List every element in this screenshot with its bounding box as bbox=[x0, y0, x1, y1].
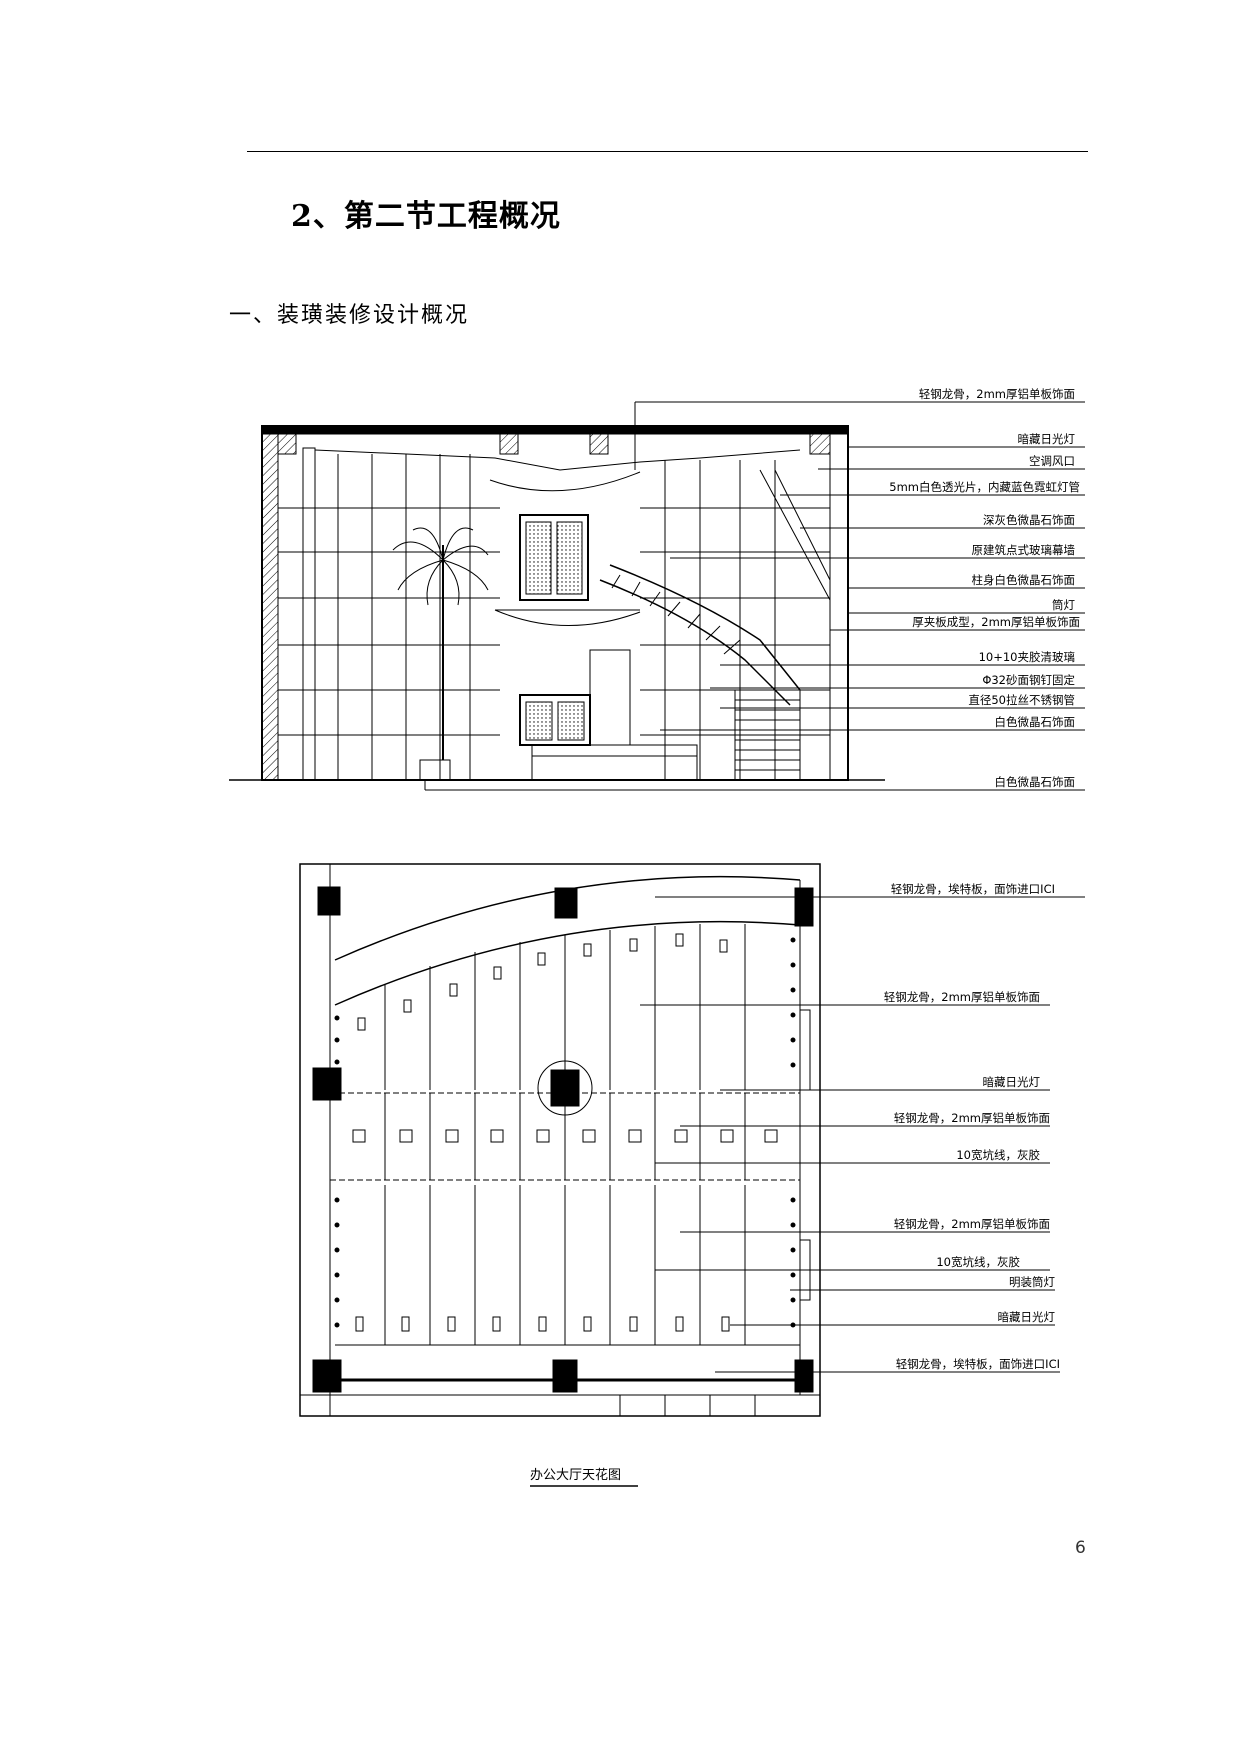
elevation-label: 白色微晶石饰面 bbox=[995, 715, 1076, 729]
elevation-label: 暗藏日光灯 bbox=[1018, 432, 1076, 446]
page-number: 6 bbox=[1075, 1538, 1086, 1558]
elevation-label: 原建筑点式玻璃幕墙 bbox=[972, 543, 1076, 557]
elevation-label: 厚夹板成型，2mm厚铝单板饰面 bbox=[912, 615, 1080, 629]
elevation-label: 白色微晶石饰面 bbox=[995, 775, 1076, 789]
section-title: 2、第二节工程概况 bbox=[291, 199, 561, 234]
plan-label: 轻钢龙骨，埃特板，面饰进口ICI bbox=[896, 1357, 1060, 1371]
plan-label: 10宽坑线，灰胶 bbox=[936, 1255, 1020, 1269]
plan-label: 10宽坑线，灰胶 bbox=[956, 1148, 1040, 1162]
elevation-label: 10+10夹胶清玻璃 bbox=[979, 650, 1075, 664]
plan-leaders bbox=[640, 896, 1085, 1373]
elevation-label: 筒灯 bbox=[1052, 598, 1075, 612]
plan-label: 暗藏日光灯 bbox=[983, 1075, 1041, 1089]
plan-labels: 轻钢龙骨，埃特板，面饰进口ICI 轻钢龙骨，2mm厚铝单板饰面 暗藏日光灯 轻钢… bbox=[884, 882, 1060, 1371]
plan-label: 轻钢龙骨，2mm厚铝单板饰面 bbox=[894, 1217, 1050, 1231]
elevation-drawing bbox=[229, 425, 885, 781]
elevation-label: 柱身白色微晶石饰面 bbox=[972, 573, 1076, 587]
sub-title: 一、装璜装修设计概况 bbox=[229, 303, 470, 328]
elevation-label: 空调风口 bbox=[1029, 454, 1075, 468]
plan-label: 暗藏日光灯 bbox=[998, 1310, 1056, 1324]
header-rule bbox=[247, 151, 1088, 152]
elevation-labels: 轻钢龙骨，2mm厚铝单板饰面 暗藏日光灯 空调风口 5mm白色透光片，内藏蓝色霓… bbox=[889, 387, 1080, 789]
plan-label: 轻钢龙骨，2mm厚铝单板饰面 bbox=[884, 990, 1040, 1004]
plan-caption: 办公大厅天花图 bbox=[530, 1467, 621, 1483]
elevation-label: 深灰色微晶石饰面 bbox=[983, 513, 1075, 527]
ceiling-plan-drawing bbox=[299, 863, 821, 1417]
plan-label: 明装筒灯 bbox=[1009, 1275, 1055, 1289]
elevation-label: 直径50拉丝不锈钢管 bbox=[968, 693, 1075, 707]
plan-label: 轻钢龙骨，2mm厚铝单板饰面 bbox=[894, 1111, 1050, 1125]
plan-label: 轻钢龙骨，埃特板，面饰进口ICI bbox=[891, 882, 1055, 896]
elevation-label: 轻钢龙骨，2mm厚铝单板饰面 bbox=[919, 387, 1075, 401]
elevation-label: Φ32砂面钢钉固定 bbox=[982, 673, 1075, 687]
elevation-leaders bbox=[424, 401, 1085, 791]
elevation-label: 5mm白色透光片，内藏蓝色霓虹灯管 bbox=[889, 480, 1080, 494]
